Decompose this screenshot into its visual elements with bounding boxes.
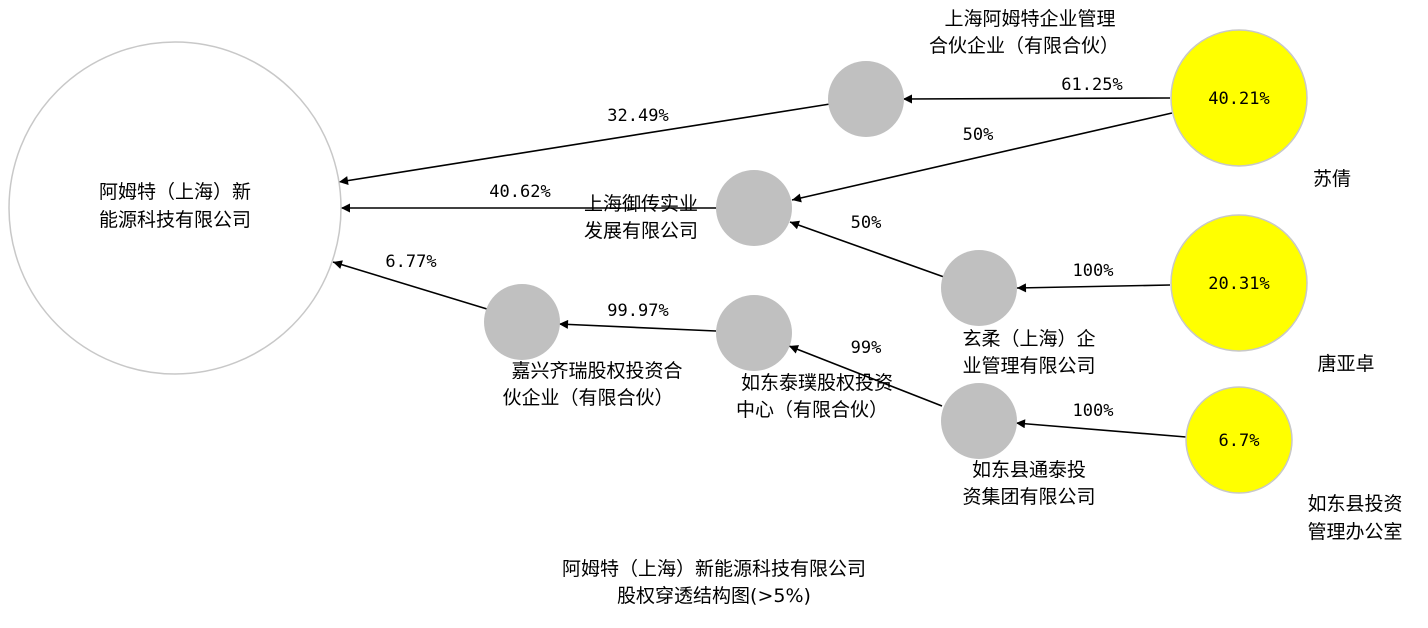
rudong-taipu-label-line1: 如东泰璞股权投资 xyxy=(741,372,893,394)
yuchuan-circle xyxy=(716,170,792,246)
su-qian-name: 苏倩 xyxy=(1313,168,1351,190)
nodes: 阿姆特（上海）新 能源科技有限公司 上海阿姆特企业管理 合伙企业（有限合伙） 上… xyxy=(8,8,1403,543)
diagram-caption: 阿姆特（上海）新能源科技有限公司 股权穿透结构图(>5%) xyxy=(562,558,866,607)
jiaxing-qirui-label-line2: 伙企业（有限合伙） xyxy=(502,387,673,409)
edges xyxy=(332,94,1187,438)
node-jiaxing-qirui[interactable]: 嘉兴齐瑞股权投资合 伙企业（有限合伙） xyxy=(484,284,683,409)
rudong-tongtai-label-line1: 如东县通泰投 xyxy=(972,459,1086,481)
node-rudong-taipu[interactable]: 如东泰璞股权投资 中心（有限合伙） xyxy=(716,295,893,421)
xuanrou-circle xyxy=(941,250,1017,326)
amt-partnership-label-line1: 上海阿姆特企业管理 xyxy=(944,8,1115,30)
su-qian-circle xyxy=(1170,29,1308,167)
edge-label-yuchuan-target: 40.62% xyxy=(489,182,550,202)
rudong-tongtai-circle xyxy=(941,383,1017,459)
edge-suqian-to-amt xyxy=(902,94,1171,104)
node-person-su-qian[interactable]: 40.21% 苏倩 xyxy=(1170,29,1351,190)
yuchuan-label-line2: 发展有限公司 xyxy=(584,220,698,242)
edge-jiaxing-to-target xyxy=(332,260,488,310)
xuanrou-label-line2: 业管理有限公司 xyxy=(962,355,1095,377)
su-qian-percent: 40.21% xyxy=(1208,89,1269,109)
rudong-office-label-line1: 如东县投资 xyxy=(1307,493,1402,515)
yuchuan-label-line1: 上海御传实业 xyxy=(584,193,698,215)
edge-tongtai-to-taipu xyxy=(788,345,943,407)
node-person-tang-yazhuo[interactable]: 20.31% 唐亚卓 xyxy=(1170,214,1375,375)
edge-label-tang-xuanrou: 100% xyxy=(1073,261,1114,281)
edge-amt-to-target xyxy=(338,103,831,186)
rudong-tongtai-label-line2: 资集团有限公司 xyxy=(962,486,1095,508)
rudong-taipu-circle xyxy=(716,295,792,371)
edge-xuanrou-to-yuchuan xyxy=(789,220,945,278)
node-amt-partnership[interactable]: 上海阿姆特企业管理 合伙企业（有限合伙） xyxy=(828,8,1119,137)
edge-label-tongtai-taipu: 99% xyxy=(851,338,882,358)
node-rudong-office[interactable]: 6.7% 如东县投资 管理办公室 xyxy=(1185,386,1403,543)
edge-label-jiaxing-target: 6.77% xyxy=(385,252,436,272)
rudong-office-percent: 6.7% xyxy=(1219,431,1260,451)
amt-partnership-circle xyxy=(828,61,904,137)
caption-line1: 阿姆特（上海）新能源科技有限公司 xyxy=(562,558,866,580)
edge-office-to-tongtai xyxy=(1015,419,1187,438)
rudong-office-circle xyxy=(1185,386,1293,494)
node-yuchuan[interactable]: 上海御传实业 发展有限公司 xyxy=(584,170,792,246)
node-xuanrou[interactable]: 玄柔（上海）企 业管理有限公司 xyxy=(941,250,1096,377)
caption-line2: 股权穿透结构图(>5%) xyxy=(617,585,811,607)
amt-partnership-label-line2: 合伙企业（有限合伙） xyxy=(929,35,1119,57)
rudong-office-label-line2: 管理办公室 xyxy=(1307,521,1402,543)
edge-label-office-tongtai: 100% xyxy=(1073,401,1114,421)
target-company-circle xyxy=(8,41,342,375)
edge-suqian-to-yuchuan xyxy=(791,112,1173,203)
xuanrou-label-line1: 玄柔（上海）企 xyxy=(962,328,1095,350)
jiaxing-qirui-label-line1: 嘉兴齐瑞股权投资合 xyxy=(511,360,682,382)
tang-yazhuo-circle xyxy=(1170,214,1308,352)
edge-label-suqian-amt: 61.25% xyxy=(1061,75,1122,95)
edge-label-suqian-yuchuan: 50% xyxy=(963,125,994,145)
edge-labels: 61.25% 50% 32.49% 40.62% 50% 100% 6.77% … xyxy=(385,75,1122,421)
node-rudong-tongtai[interactable]: 如东县通泰投 资集团有限公司 xyxy=(941,383,1096,508)
tang-yazhuo-name: 唐亚卓 xyxy=(1317,353,1374,375)
rudong-taipu-label-line2: 中心（有限合伙） xyxy=(736,399,888,421)
edge-label-taipu-jiaxing: 99.97% xyxy=(607,301,668,321)
tang-yazhuo-percent: 20.31% xyxy=(1208,274,1269,294)
target-company-label-line2: 能源科技有限公司 xyxy=(99,209,251,231)
node-target-company[interactable]: 阿姆特（上海）新 能源科技有限公司 xyxy=(8,41,342,375)
jiaxing-qirui-circle xyxy=(484,284,560,360)
edge-taipu-to-jiaxing xyxy=(558,319,717,332)
edge-label-amt-target: 32.49% xyxy=(607,106,668,126)
edge-tang-to-xuanrou xyxy=(1016,283,1171,293)
target-company-label-line1: 阿姆特（上海）新 xyxy=(99,181,251,203)
edge-label-xuanrou-yuchuan: 50% xyxy=(851,213,882,233)
